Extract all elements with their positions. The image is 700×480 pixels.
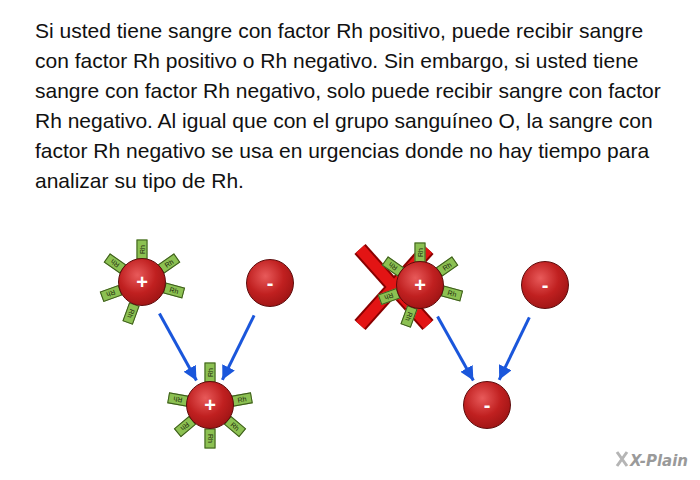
flow-arrow [159,314,196,381]
rh-antigen: Rh [137,239,148,259]
blood-cell: - [463,381,511,429]
flow-arrow [499,317,529,379]
blood-cell: + [118,258,166,306]
rh-antigen: Rh [205,428,216,448]
rh-sign: + [136,272,148,292]
rh-antigen: Rh [415,242,426,262]
rh-antigen: Rh [205,362,216,382]
blood-cell: - [521,261,569,309]
blood-cell: - [246,259,294,307]
paragraph-text: Si usted tiene sangre con factor Rh posi… [35,16,663,196]
rh-antigen: Rh [232,392,254,406]
rh-sign: + [204,395,216,415]
flow-arrow [438,316,474,380]
rh-sign: + [414,275,426,295]
rh-sign: - [267,273,274,293]
rh-sign: - [484,395,491,415]
rh-antigen: Rh [441,286,463,302]
rh-sign: - [542,275,549,295]
logo-icon [617,452,627,466]
logo-stroke [617,452,627,466]
flow-arrow [222,315,254,380]
rh-antigen: Rh [163,283,185,299]
watermark: X-Plain [630,452,688,470]
blood-cell: + [396,261,444,309]
blood-cell: + [186,381,234,429]
